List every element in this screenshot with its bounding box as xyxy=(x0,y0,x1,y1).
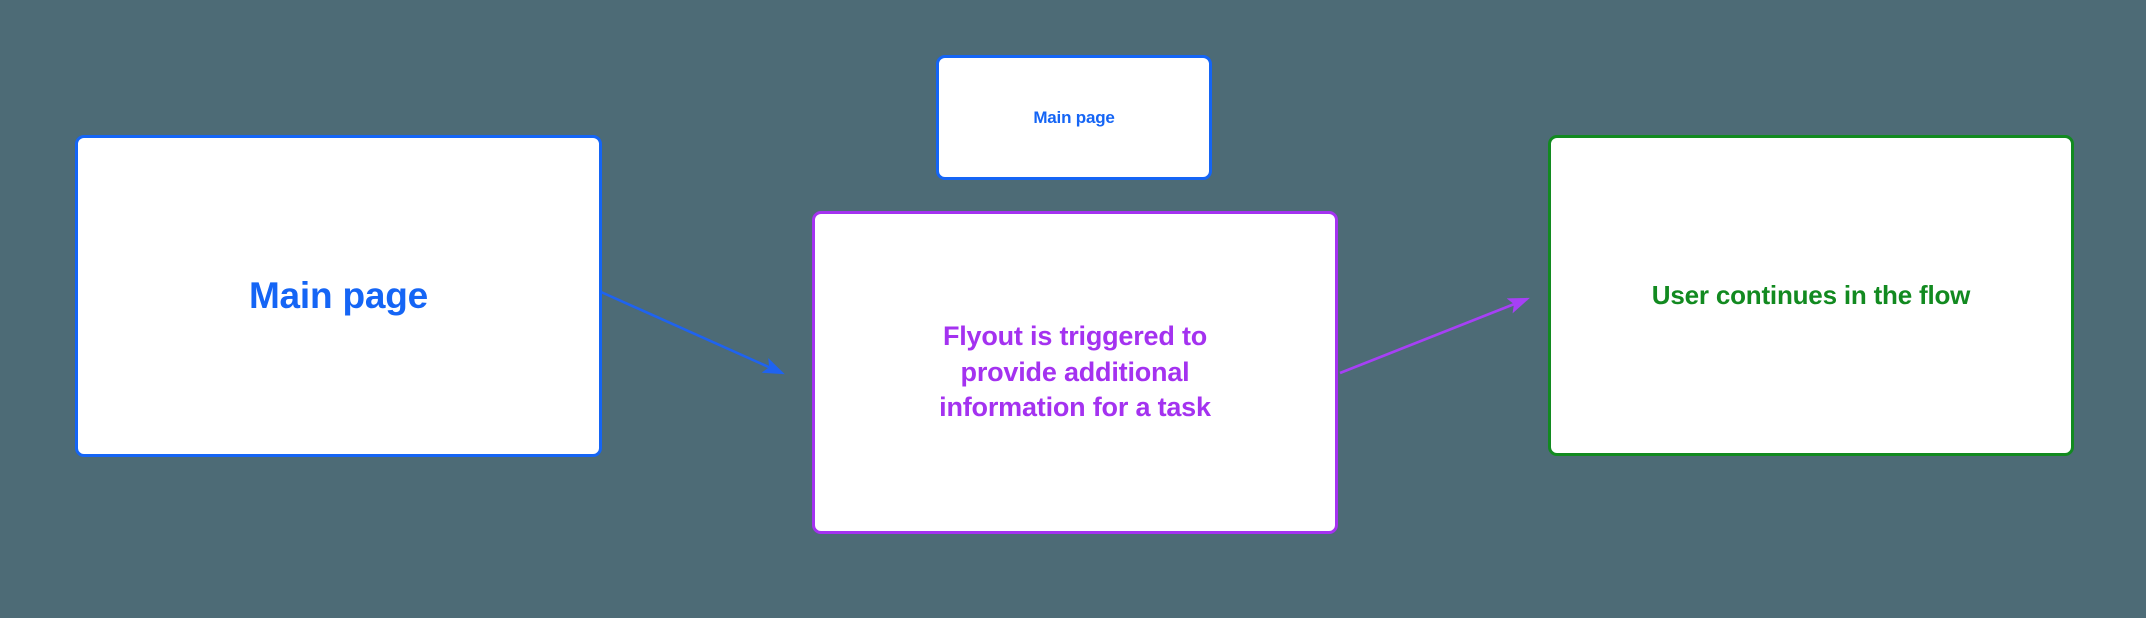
connector-main-page-to-flyout xyxy=(600,290,785,375)
node-main-page-large[interactable]: Main page xyxy=(75,135,602,457)
node-main-page-small[interactable]: Main page xyxy=(936,55,1212,180)
node-user-continues[interactable]: User continues in the flow xyxy=(1548,135,2074,456)
node-flyout-label: Flyout is triggered to provide additiona… xyxy=(939,320,1211,423)
node-main-page-small-label: Main page xyxy=(1033,107,1115,127)
connector-flyout-to-user-continues xyxy=(1339,297,1530,375)
node-main-page-large-label: Main page xyxy=(248,275,429,317)
node-user-continues-label: User continues in the flow xyxy=(1651,279,1971,310)
node-flyout[interactable]: Flyout is triggered to provide additiona… xyxy=(812,211,1338,534)
